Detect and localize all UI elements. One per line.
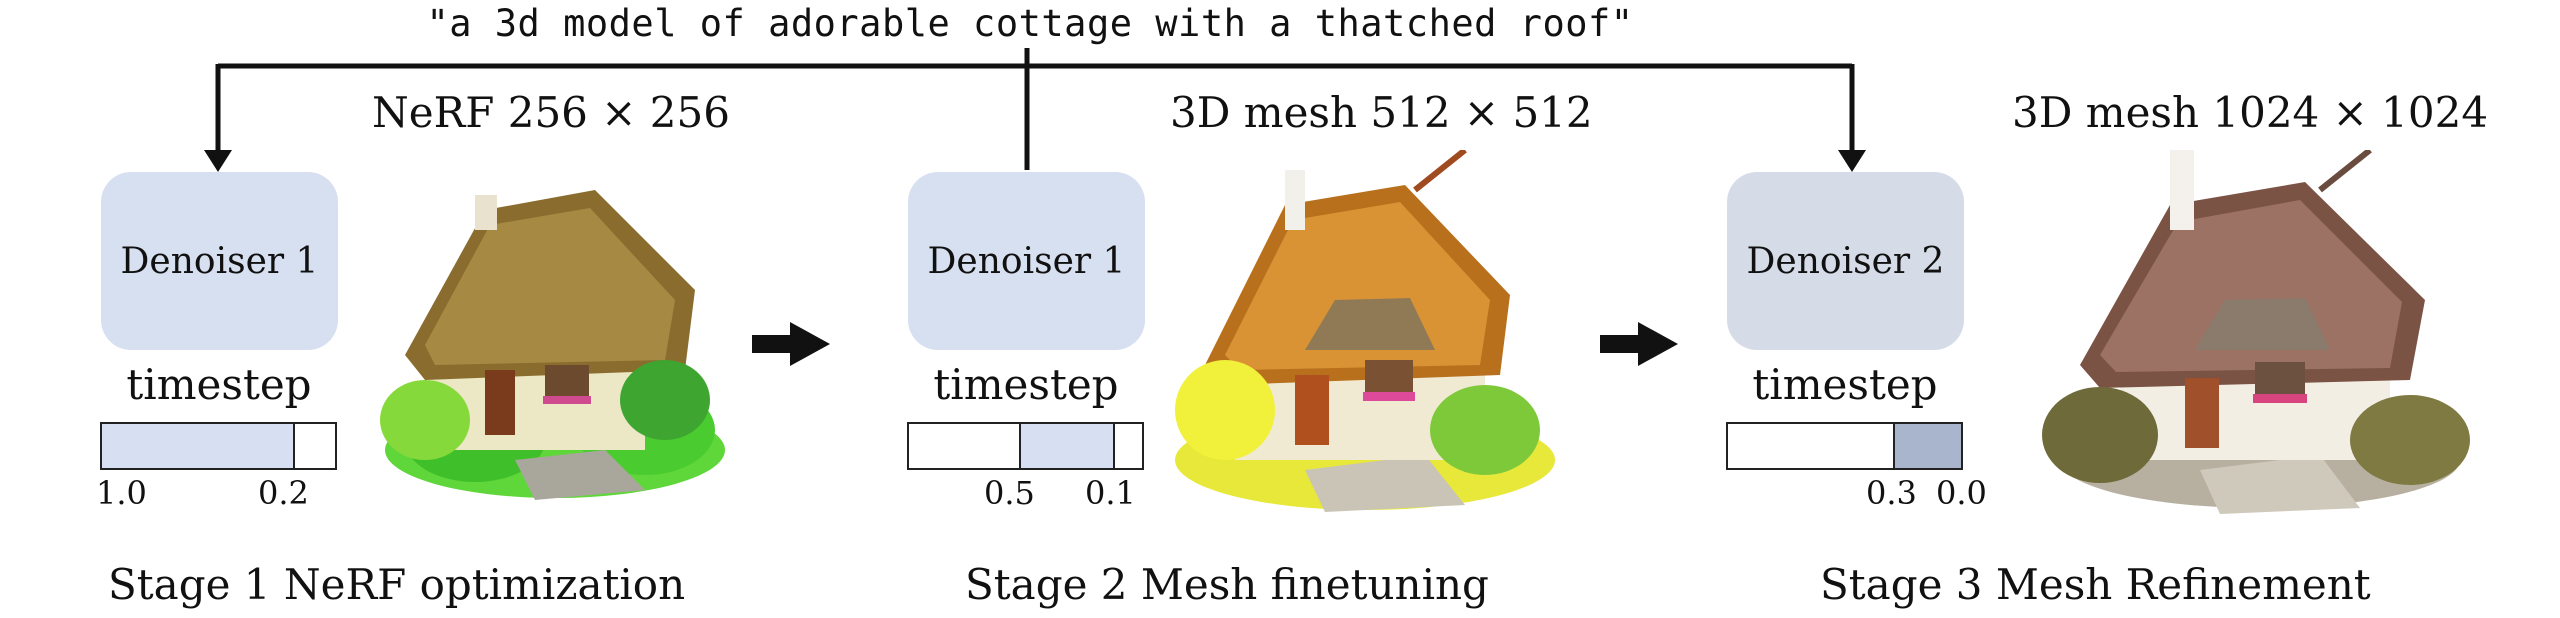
arrowhead-stage1 — [204, 150, 232, 172]
stage1-resolution-title: NeRF 256 × 256 — [372, 88, 730, 137]
stage3-caption: Stage 3 Mesh Refinement — [1820, 560, 2371, 609]
stage2-denoiser-box: Denoiser 1 — [908, 172, 1145, 350]
stage3-resolution-title: 3D mesh 1024 × 1024 — [2012, 88, 2489, 137]
stage1-timestep-fill — [102, 424, 295, 468]
stage1-timestep-label: timestep — [126, 360, 312, 409]
stage2-resolution-title: 3D mesh 512 × 512 — [1170, 88, 1593, 137]
stage2-denoiser-label: Denoiser 1 — [927, 240, 1126, 282]
stage-arrow-2 — [1600, 322, 1678, 366]
stage2-timestep-label: timestep — [933, 360, 1119, 409]
stage3-tick-start: 0.3 — [1866, 474, 1917, 512]
stage2-tick-start: 0.5 — [984, 474, 1035, 512]
stage1-tick-end: 0.2 — [258, 474, 309, 512]
stage3-timestep-label: timestep — [1752, 360, 1938, 409]
arrowhead-stage3 — [1838, 150, 1866, 172]
stage1-tick-start: 1.0 — [96, 474, 147, 512]
stage1-denoiser-box: Denoiser 1 — [101, 172, 338, 350]
stage1-timestep-bar — [100, 422, 337, 470]
stage3-denoiser-box: Denoiser 2 — [1727, 172, 1964, 350]
stage-arrow-1 — [752, 322, 830, 366]
stage3-timestep-bar — [1726, 422, 1963, 470]
stage2-timestep-bar — [907, 422, 1144, 470]
cottage-render-mesh-1024 — [2042, 150, 2470, 514]
stage3-denoiser-label: Denoiser 2 — [1746, 240, 1945, 282]
stage3-tick-end: 0.0 — [1936, 474, 1987, 512]
prompt-text: "a 3d model of adorable cottage with a t… — [426, 2, 1634, 45]
cottage-render-mesh-512 — [1175, 150, 1555, 512]
stage2-caption: Stage 2 Mesh finetuning — [965, 560, 1489, 609]
stage2-timestep-fill — [1019, 424, 1115, 468]
stage1-denoiser-label: Denoiser 1 — [120, 240, 319, 282]
stage1-caption: Stage 1 NeRF optimization — [108, 560, 686, 609]
stage3-timestep-fill — [1893, 424, 1961, 468]
stage2-tick-end: 0.1 — [1085, 474, 1136, 512]
cottage-render-nerf — [380, 190, 725, 500]
